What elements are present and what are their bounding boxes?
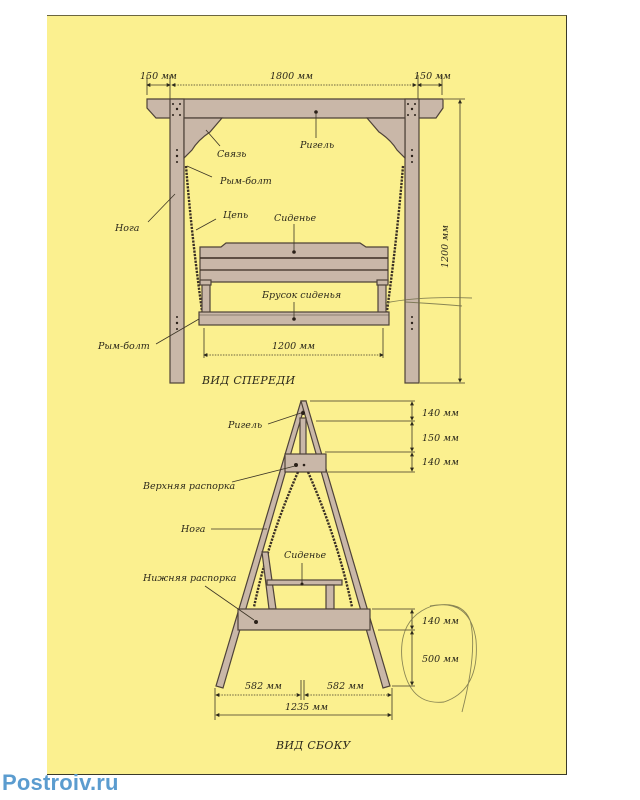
label-seat: Сиденье [274,213,316,224]
front-chain-left [184,165,205,319]
front-leg-right [404,98,420,384]
side-labels: Ригель Верхняя распорка Нога Сиденье Ниж… [142,412,326,621]
site-watermark: Postroiv.ru [2,770,119,795]
dim-left-overhang: 150 мм [140,71,177,82]
side-vertical-dimensions: 140 мм 150 мм 140 мм 140 мм 500 мм [310,400,459,687]
dim-mid-150: 150 мм [422,433,459,444]
side-lower-spacer [237,608,371,631]
drawing-sheet [47,15,567,775]
dim-base-width: 1235 мм [285,702,328,713]
label-side-seat: Сиденье [284,550,326,561]
dim-right-overhang: 150 мм [414,71,451,82]
label-lower-spacer: Нижняя распорка [142,573,237,584]
side-view-title: ВИД СБОКУ [275,739,352,752]
label-leg: Нога [114,223,140,234]
side-leg-left [215,400,307,689]
dim-upper-brace-140: 140 мм [422,457,459,468]
label-brace: Связь [217,149,246,160]
front-chain-right [384,165,405,319]
front-leg-left [169,98,185,384]
front-brace-right [365,117,406,160]
dim-ground-clearance: 500 мм [422,654,459,665]
label-side-leg: Нога [180,524,206,535]
front-beam [146,98,444,119]
label-upper-spacer: Верхняя распорка [142,481,236,492]
side-chain-front [252,471,300,608]
front-labels: Ригель Связь Рым-болт Нога Цепь Сиденье … [97,113,341,352]
dim-height: 1200 мм [440,225,451,268]
label-eye-bolt-top: Рым-болт [219,176,272,187]
front-top-dimensions: 150 мм 1800 мм 150 мм [140,71,451,100]
side-upper-spacer [284,453,327,473]
front-brace-left [183,117,224,160]
side-leg-right [300,400,391,689]
label-beam: Ригель [299,140,334,151]
dim-span: 1800 мм [270,71,313,82]
front-height-dimension: 1200 мм [420,98,465,384]
side-seat [266,579,343,586]
front-seat-back [199,242,389,283]
label-eye-bolt-bottom: Рым-болт [97,341,150,352]
front-view-title: ВИД СПЕРЕДИ [201,374,296,387]
front-seat-dimension: 1200 мм [203,328,384,358]
side-view: 140 мм 150 мм 140 мм 140 мм 500 мм 582 м… [142,400,477,752]
dim-seat-width: 1200 мм [272,341,315,352]
pencil-circle [401,604,477,713]
dim-top-140: 140 мм [422,408,459,419]
pencil-mark-front [384,297,473,307]
label-chain: Цепь [223,210,248,221]
label-side-beam: Ригель [227,420,262,431]
side-base-dimensions: 582 мм 582 мм 1235 мм [214,680,393,720]
front-view: 150 мм 1800 мм 150 мм [97,71,473,387]
side-chain-back [306,471,354,608]
dim-lower-brace-140: 140 мм [422,616,459,627]
label-seat-bar: Брусок сиденья [261,290,341,301]
dim-half-base-left: 582 мм [245,681,282,692]
dim-half-base-right: 582 мм [327,681,364,692]
